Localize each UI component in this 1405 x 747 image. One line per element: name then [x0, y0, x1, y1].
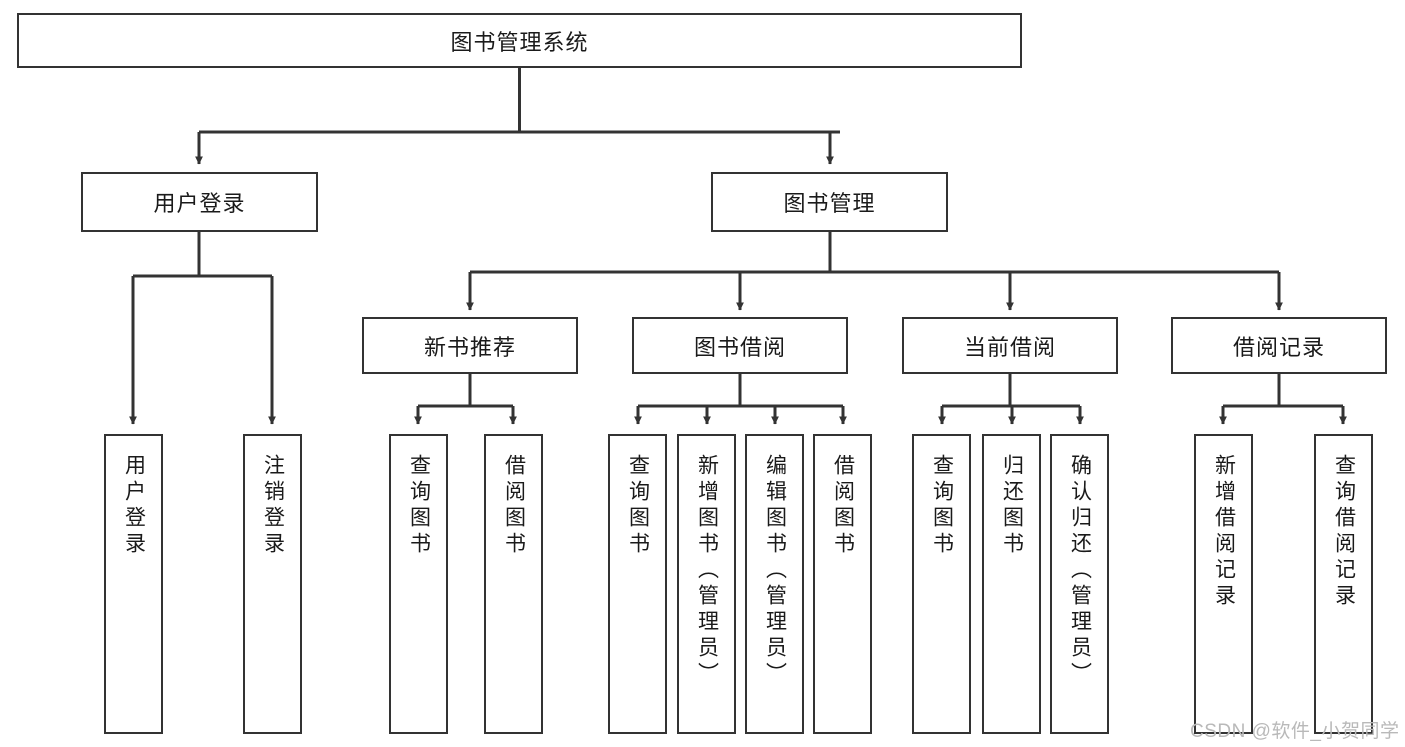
node-new-book-recommend[interactable]: 新书推荐 — [362, 317, 578, 374]
node-borrow-record-label: 借阅记录 — [1232, 334, 1325, 360]
node-leaf-edit-book[interactable]: 编辑图书（管理员） — [745, 434, 804, 734]
node-leaf-return-book[interactable]: 归还图书 — [982, 434, 1041, 734]
node-leaf-borrow-book-2-label: 借阅图书 — [831, 454, 855, 558]
node-leaf-logout[interactable]: 注销登录 — [243, 434, 302, 734]
node-leaf-query-book-1[interactable]: 查询图书 — [389, 434, 448, 734]
node-book-borrow-label: 图书借阅 — [693, 334, 786, 360]
node-leaf-confirm-return[interactable]: 确认归还（管理员） — [1050, 434, 1109, 734]
node-root[interactable]: 图书管理系统 — [17, 13, 1022, 68]
node-leaf-add-record-label: 新增借阅记录 — [1212, 454, 1236, 610]
node-leaf-query-book-3-label: 查询图书 — [930, 454, 954, 558]
node-borrow-record[interactable]: 借阅记录 — [1171, 317, 1387, 374]
node-leaf-confirm-return-label: 确认归还（管理员） — [1068, 454, 1092, 688]
node-user-login[interactable]: 用户登录 — [81, 172, 318, 232]
node-current-borrow[interactable]: 当前借阅 — [902, 317, 1118, 374]
node-leaf-borrow-book-2[interactable]: 借阅图书 — [813, 434, 872, 734]
node-leaf-return-book-label: 归还图书 — [1000, 454, 1024, 558]
node-root-label: 图书管理系统 — [450, 29, 589, 55]
node-leaf-borrow-book-1-label: 借阅图书 — [502, 454, 526, 558]
node-leaf-borrow-book-1[interactable]: 借阅图书 — [484, 434, 543, 734]
node-user-login-label: 用户登录 — [153, 191, 246, 216]
node-leaf-query-record-label: 查询借阅记录 — [1332, 454, 1356, 610]
node-leaf-logout-label: 注销登录 — [261, 454, 285, 558]
node-leaf-query-record[interactable]: 查询借阅记录 — [1314, 434, 1373, 734]
node-book-manage[interactable]: 图书管理 — [711, 172, 948, 232]
node-leaf-query-book-2-label: 查询图书 — [626, 454, 650, 558]
node-book-borrow[interactable]: 图书借阅 — [632, 317, 848, 374]
node-new-book-recommend-label: 新书推荐 — [423, 334, 516, 360]
node-leaf-user-login[interactable]: 用户登录 — [104, 434, 163, 734]
node-leaf-query-book-2[interactable]: 查询图书 — [608, 434, 667, 734]
node-leaf-query-book-1-label: 查询图书 — [407, 454, 431, 558]
node-leaf-add-record[interactable]: 新增借阅记录 — [1194, 434, 1253, 734]
node-book-manage-label: 图书管理 — [783, 191, 876, 216]
node-leaf-edit-book-label: 编辑图书（管理员） — [763, 454, 787, 688]
node-current-borrow-label: 当前借阅 — [963, 334, 1056, 360]
node-leaf-add-book[interactable]: 新增图书（管理员） — [677, 434, 736, 734]
node-leaf-query-book-3[interactable]: 查询图书 — [912, 434, 971, 734]
node-leaf-add-book-label: 新增图书（管理员） — [695, 454, 719, 688]
node-leaf-user-login-label: 用户登录 — [122, 454, 146, 558]
csdn-watermark: CSDN @软件_小贺同学 — [1190, 721, 1400, 742]
